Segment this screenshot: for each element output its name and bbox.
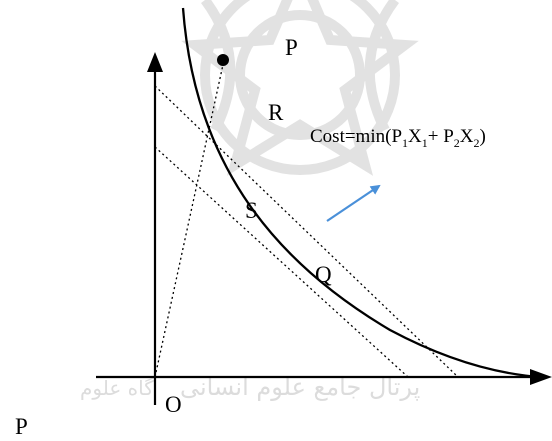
label-q: Q: [315, 262, 332, 287]
label-p-bottom: P: [15, 414, 28, 439]
cost-formula-sub3: 2: [454, 136, 460, 150]
direction-arrow: [326, 184, 381, 222]
x-axis-arrowhead: [530, 369, 552, 385]
isocost-line-outer: [154, 85, 459, 378]
cost-formula-mid2: + P: [428, 126, 454, 147]
point-dot: [217, 54, 229, 66]
cost-formula-mid1: X: [408, 126, 422, 147]
isoquant-curve: [181, 7, 541, 379]
axes: [96, 52, 552, 405]
cost-formula-suffix: ): [480, 126, 486, 147]
cost-formula-sub4: 2: [474, 136, 480, 150]
watermark-ornament: [181, 0, 419, 176]
ray-from-origin: [154, 59, 225, 378]
label-s: S: [245, 198, 258, 223]
label-p-top: P: [285, 35, 298, 60]
isocost-line-inner: [154, 146, 409, 378]
label-r: R: [268, 100, 284, 125]
label-origin: O: [165, 392, 182, 417]
y-axis-arrowhead: [147, 52, 163, 72]
cost-formula-sub2: 1: [422, 136, 428, 150]
cost-formula-mid3: X: [460, 126, 474, 147]
svg-text:گاه علوم: گاه علوم: [80, 376, 154, 400]
cost-formula: Cost=min(P1X1+ P2X2): [310, 126, 486, 150]
cost-formula-prefix: Cost=min(P: [310, 126, 402, 147]
cost-formula-sub1: 1: [402, 136, 408, 150]
